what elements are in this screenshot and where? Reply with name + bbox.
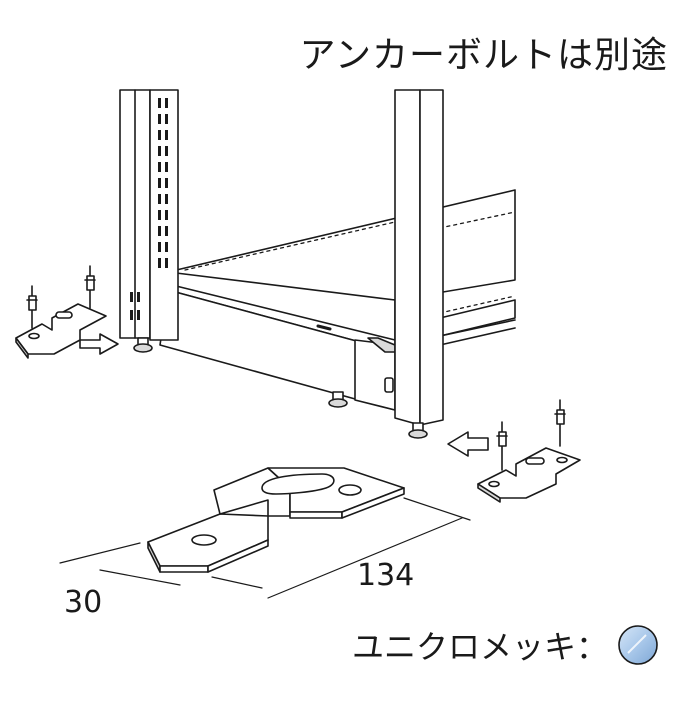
anchor-bolt-icon	[26, 285, 38, 329]
foot-right	[408, 422, 428, 439]
leveling-feet	[133, 337, 428, 439]
right-anchor-bracket-group	[447, 399, 581, 503]
dimension-lines	[59, 497, 471, 599]
anchor-bolt-icon	[84, 265, 96, 309]
finish-legend: ユニクロメッキ：	[352, 620, 660, 670]
foot-middle	[328, 391, 348, 408]
anchor-bolt-icon	[554, 399, 566, 447]
right-front-upright-post	[394, 89, 444, 426]
left-upright-post	[119, 89, 179, 341]
anchor-bolt-icon	[496, 421, 508, 471]
arrow-right-icon	[79, 333, 119, 355]
left-anchor-bracket-group	[15, 265, 119, 359]
finish-label: ユニクロメッキ：	[351, 628, 608, 666]
upright-slots	[130, 98, 168, 320]
zinc-plating-swatch-icon	[618, 625, 658, 665]
front-base-rail	[159, 271, 396, 411]
anchor-bracket-detail	[147, 467, 405, 573]
foot-left	[133, 337, 153, 353]
dimension-label-length: 134	[357, 558, 415, 593]
arrow-left-icon	[447, 431, 489, 457]
dimension-label-width: 30	[64, 585, 103, 620]
anchor-bolt-note: アンカーボルトは別途	[299, 35, 668, 76]
